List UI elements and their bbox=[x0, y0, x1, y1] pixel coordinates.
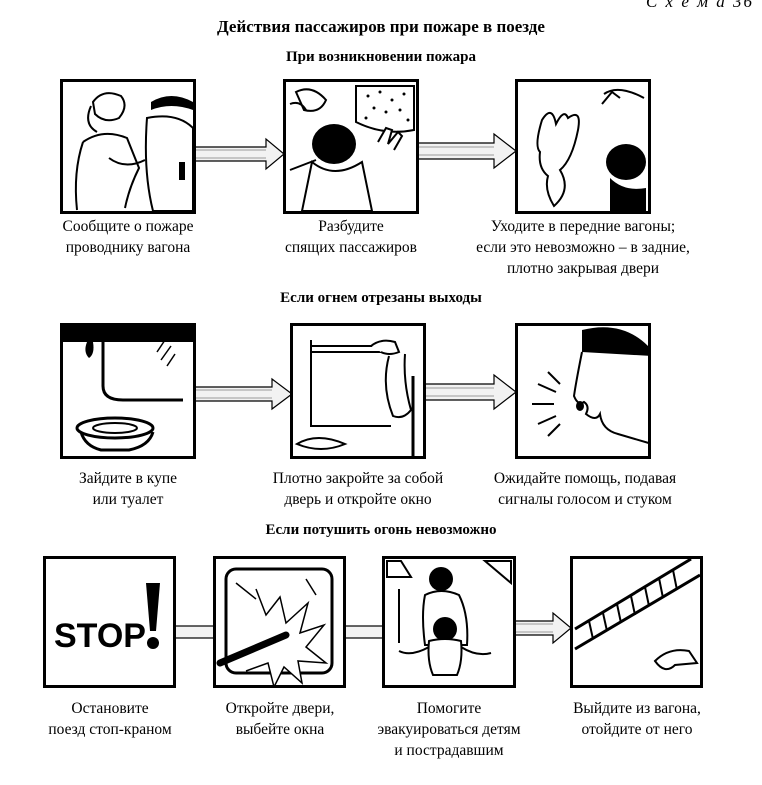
scheme-number: С х е м а 36 bbox=[645, 0, 754, 11]
illustration-signal-voice bbox=[515, 323, 651, 459]
flow-arrow bbox=[193, 137, 285, 171]
flow-arrow bbox=[417, 132, 517, 170]
step-caption: Уходите в передние вагоны; если это нево… bbox=[476, 218, 690, 277]
illustration-exit-carriage bbox=[570, 556, 703, 688]
step-caption: Ожидайте помощь, подавая сигналы голосом… bbox=[493, 470, 677, 508]
flow-arrow bbox=[174, 619, 216, 645]
illustration-wake-passengers bbox=[283, 79, 419, 214]
step-caption: Плотно закройте за собой дверь и откройт… bbox=[272, 470, 444, 508]
step-caption: Сообщите о пожаре проводнику вагона bbox=[62, 218, 194, 256]
flow-arrow bbox=[193, 377, 293, 411]
step-caption: Разбудите спящих пассажиров bbox=[285, 218, 417, 256]
page-title: Действия пассажиров при пожаре в поезде bbox=[217, 17, 545, 36]
flow-arrow bbox=[512, 611, 572, 645]
illustration-toilet-compartment bbox=[60, 323, 196, 459]
illustration-inform-conductor bbox=[60, 79, 196, 214]
section-heading-exits-cut-off: Если огнем отрезаны выходы bbox=[280, 290, 482, 306]
illustration-leave-to-front-cars bbox=[515, 79, 651, 214]
stop-sign-text: STOP bbox=[54, 617, 146, 655]
flow-arrow bbox=[344, 619, 386, 645]
step-caption: Помогите эвакуироваться детям и пострада… bbox=[377, 700, 521, 759]
flow-arrow bbox=[417, 373, 517, 411]
illustration-emergency-brake: STOP bbox=[43, 556, 176, 688]
step-caption: Откройте двери, выбейте окна bbox=[225, 700, 335, 738]
step-caption: Остановите поезд стоп-краном bbox=[48, 700, 172, 738]
section-heading-fire-start: При возникновении пожара bbox=[285, 49, 477, 65]
section-heading-cannot-extinguish: Если потушить огонь невозможно bbox=[265, 522, 497, 538]
illustration-break-window bbox=[213, 556, 346, 688]
illustration-open-window bbox=[290, 323, 426, 459]
illustration-help-children bbox=[382, 556, 516, 688]
step-caption: Зайдите в купе или туалет bbox=[78, 470, 178, 508]
step-caption: Выйдите из вагона, отойдите от него bbox=[573, 700, 701, 738]
